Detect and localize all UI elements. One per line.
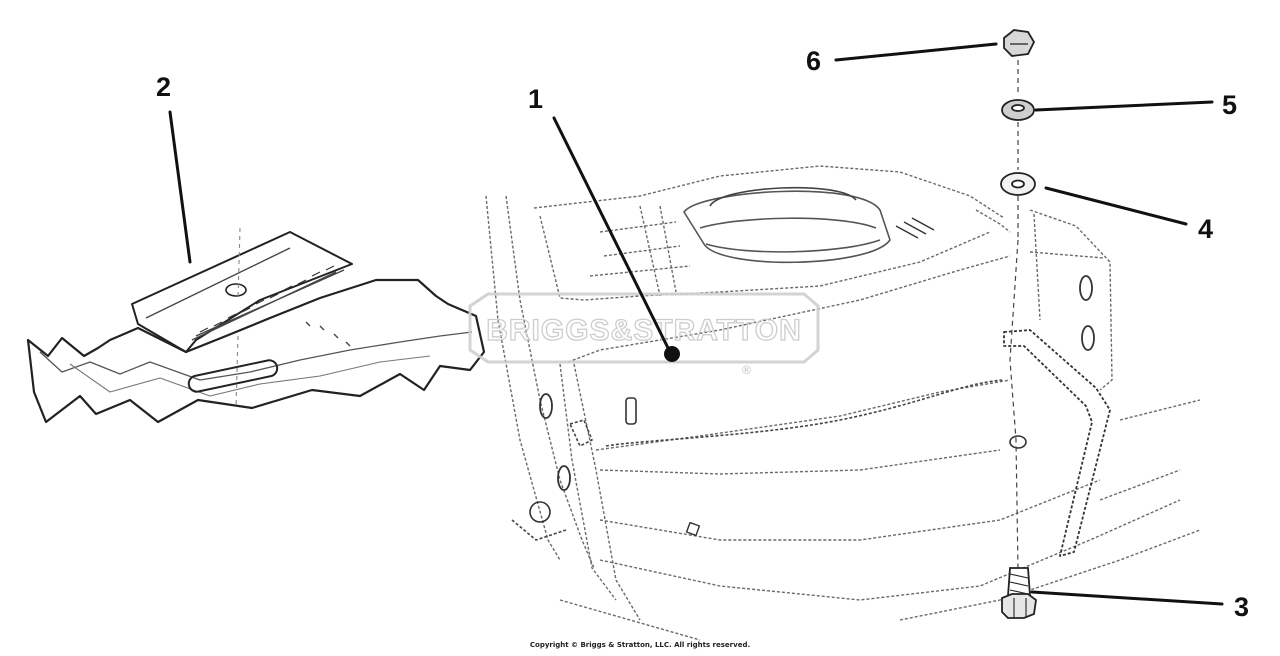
deck-left-frame [485,195,595,569]
callout-4: 4 [1198,214,1214,244]
deck-left-hole-2 [557,465,571,491]
deck-side-vents [895,217,935,239]
blade-center-slot [187,359,279,393]
watermark-logo: BRIGGS&STRATTON ® [468,292,820,377]
callout-1: 1 [528,84,544,114]
deck-upper-panel [533,165,1005,301]
hardware-stack [1000,29,1037,619]
watermark-frame [468,292,820,364]
part-3-bolt [1001,567,1037,619]
deck-pulley [683,190,891,264]
deck-front-body [567,255,1101,541]
deck-front-contour [605,379,1003,447]
leader-lines [168,42,1224,606]
right-bracket-rod [1003,329,1111,557]
blade-adapter-top [145,247,345,341]
blade-bolt-marks [305,321,351,347]
right-bracket-plate [1029,209,1113,391]
deck-left-bracket [511,419,593,541]
blade-inner-edge [39,331,473,381]
blade-inner-edge-2 [69,355,431,397]
leader-line-3 [1030,590,1224,606]
right-bracket-hole-2 [1081,325,1095,351]
deck-lower-skirt [559,499,1201,641]
leader-line-2 [168,110,192,264]
blade-illustration [26,227,486,424]
leader-line-5 [1034,100,1214,112]
adapter-serration [199,265,335,333]
callout-5: 5 [1222,90,1238,120]
leader-line-4 [1044,186,1188,226]
callout-3: 3 [1234,592,1250,622]
part-6-nut [1003,29,1036,57]
adapter-center-hole [225,283,247,297]
copyright-notice: Copyright © Briggs & Stratton, LLC. All … [529,641,751,649]
deck-slot [625,397,637,425]
callout-2: 2 [156,72,172,102]
part-5-lock-washer [1001,99,1035,121]
callout-6: 6 [806,46,822,76]
leader-line-6 [834,42,998,62]
deck-mount-hole [1009,435,1027,449]
deck-square-hole [685,521,701,537]
leader-dot-1 [664,346,680,362]
deck-pulley-top [709,186,857,207]
right-bracket-hole-1 [1079,275,1093,301]
watermark-registered-mark: ® [742,363,751,377]
deck-left-round-hole [529,501,551,523]
deck-belt-guard [589,205,691,297]
deck-right-edge [975,209,1201,501]
blade-outline [26,278,486,424]
watermark-text: BRIGGS&STRATTON [486,314,802,347]
part-4-flat-washer [1000,172,1036,196]
assembly-axis [1009,60,1019,571]
deck-left-frame-2 [559,363,641,621]
deck-illustration [485,165,1201,641]
leader-line-1 [552,116,672,354]
blade-adapter [131,231,353,353]
deck-left-hole-1 [539,393,553,419]
